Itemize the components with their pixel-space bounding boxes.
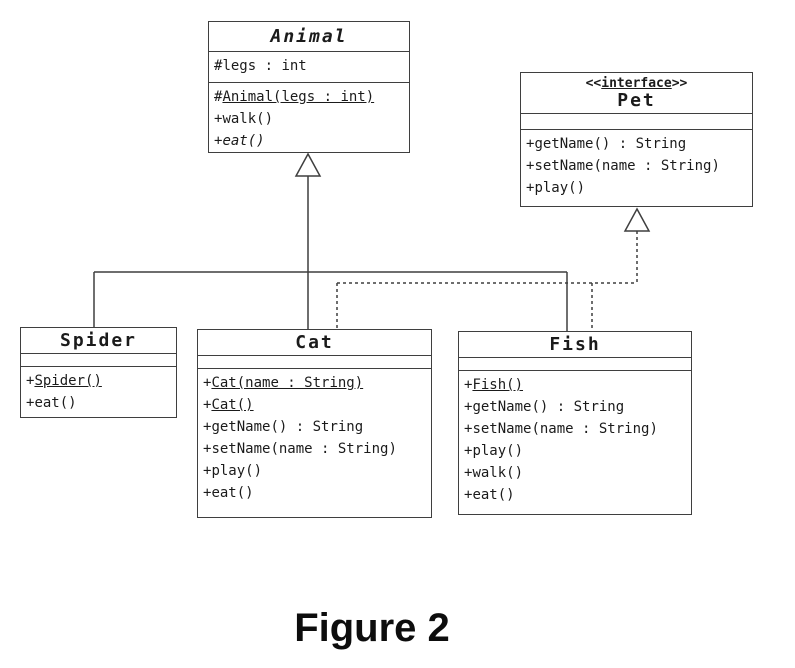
visibility-symbol: # — [214, 89, 223, 105]
class-name-animal: Animal — [209, 22, 409, 51]
class-name-text: Fish — [549, 333, 601, 355]
class-name-text: Animal — [270, 25, 348, 47]
stereotype-label: <<interface>> — [585, 75, 688, 91]
member-line: +eat() — [26, 392, 171, 414]
visibility-symbol: + — [526, 180, 535, 196]
member-line: +play() — [203, 460, 426, 482]
member-line: +Fish() — [464, 374, 686, 396]
class-name-fish: Fish — [459, 332, 691, 357]
member-line: +Spider() — [26, 370, 171, 392]
member-line: +eat() — [464, 484, 686, 506]
member-text: play() — [534, 180, 586, 196]
visibility-symbol: + — [464, 487, 473, 503]
visibility-symbol: # — [214, 58, 223, 74]
class-box-animal: Animal #legs : int #Animal(legs : int)+w… — [208, 21, 410, 153]
member-line: +Cat(name : String) — [203, 372, 426, 394]
member-line: +getName() : String — [464, 396, 686, 418]
member-text: Cat(name : String) — [211, 375, 364, 391]
class-name-text: Spider — [59, 329, 138, 351]
member-line: +getName() : String — [203, 416, 426, 438]
member-text: getName() : String — [211, 419, 364, 435]
member-line: +play() — [526, 177, 747, 199]
visibility-symbol: + — [526, 158, 535, 174]
member-text: legs : int — [222, 58, 307, 74]
attributes-compartment-animal: #legs : int — [209, 51, 409, 82]
visibility-symbol: + — [26, 373, 35, 389]
attributes-compartment-cat — [198, 355, 431, 368]
member-text: setName(name : String) — [534, 158, 720, 174]
member-text: play() — [211, 463, 263, 479]
visibility-symbol: + — [203, 485, 212, 501]
visibility-symbol: + — [464, 377, 473, 393]
member-line: +Cat() — [203, 394, 426, 416]
class-name-cat: Cat — [198, 330, 431, 355]
member-text: setName(name : String) — [472, 421, 658, 437]
visibility-symbol: + — [26, 395, 35, 411]
class-box-spider: Spider +Spider()+eat() — [20, 327, 177, 418]
figure-caption: Figure 2 — [294, 606, 450, 650]
member-line: #legs : int — [214, 55, 404, 77]
member-line: +walk() — [214, 108, 404, 130]
attributes-compartment-spider — [21, 353, 176, 366]
member-text: play() — [472, 443, 524, 459]
class-box-pet: <<interface>>Pet +getName() : String+set… — [520, 72, 753, 207]
visibility-symbol: + — [464, 421, 473, 437]
visibility-symbol: + — [203, 397, 212, 413]
attributes-compartment-pet — [521, 113, 752, 129]
member-text: eat() — [211, 485, 254, 501]
member-line: +setName(name : String) — [203, 438, 426, 460]
member-text: Spider() — [34, 373, 102, 389]
member-line: +getName() : String — [526, 133, 747, 155]
member-text: eat() — [472, 487, 515, 503]
visibility-symbol: + — [464, 443, 473, 459]
methods-compartment-spider: +Spider()+eat() — [21, 366, 176, 417]
visibility-symbol: + — [203, 463, 212, 479]
member-line: +setName(name : String) — [464, 418, 686, 440]
methods-compartment-pet: +getName() : String+setName(name : Strin… — [521, 129, 752, 206]
member-text: Cat() — [211, 397, 254, 413]
member-line: +setName(name : String) — [526, 155, 747, 177]
realization-arrowhead-pet — [623, 207, 651, 232]
member-text: setName(name : String) — [211, 441, 397, 457]
methods-compartment-animal: #Animal(legs : int)+walk()+eat() — [209, 82, 409, 152]
visibility-symbol: + — [214, 111, 223, 127]
class-name-pet: <<interface>>Pet — [521, 73, 752, 113]
visibility-symbol: + — [203, 375, 212, 391]
attributes-compartment-fish — [459, 357, 691, 370]
member-text: getName() : String — [534, 136, 687, 152]
class-name-spider: Spider — [21, 328, 176, 353]
visibility-symbol: + — [526, 136, 535, 152]
visibility-symbol: + — [203, 441, 212, 457]
member-text: walk() — [472, 465, 524, 481]
visibility-symbol: + — [203, 419, 212, 435]
visibility-symbol: + — [464, 399, 473, 415]
methods-compartment-cat: +Cat(name : String)+Cat()+getName() : St… — [198, 368, 431, 517]
member-line: +walk() — [464, 462, 686, 484]
member-text: Animal(legs : int) — [222, 89, 375, 105]
generalization-arrowhead-animal — [294, 152, 322, 177]
visibility-symbol: + — [464, 465, 473, 481]
member-text: Fish() — [472, 377, 524, 393]
member-line: +eat() — [214, 130, 404, 152]
class-name-text: Pet — [617, 89, 656, 111]
member-text: eat() — [222, 133, 265, 149]
member-line: +eat() — [203, 482, 426, 504]
class-name-text: Cat — [295, 331, 334, 353]
member-text: eat() — [34, 395, 77, 411]
methods-compartment-fish: +Fish()+getName() : String+setName(name … — [459, 370, 691, 514]
member-line: +play() — [464, 440, 686, 462]
class-box-fish: Fish +Fish()+getName() : String+setName(… — [458, 331, 692, 515]
class-box-cat: Cat +Cat(name : String)+Cat()+getName() … — [197, 329, 432, 518]
member-line: #Animal(legs : int) — [214, 86, 404, 108]
visibility-symbol: + — [214, 133, 223, 149]
member-text: getName() : String — [472, 399, 625, 415]
member-text: walk() — [222, 111, 274, 127]
